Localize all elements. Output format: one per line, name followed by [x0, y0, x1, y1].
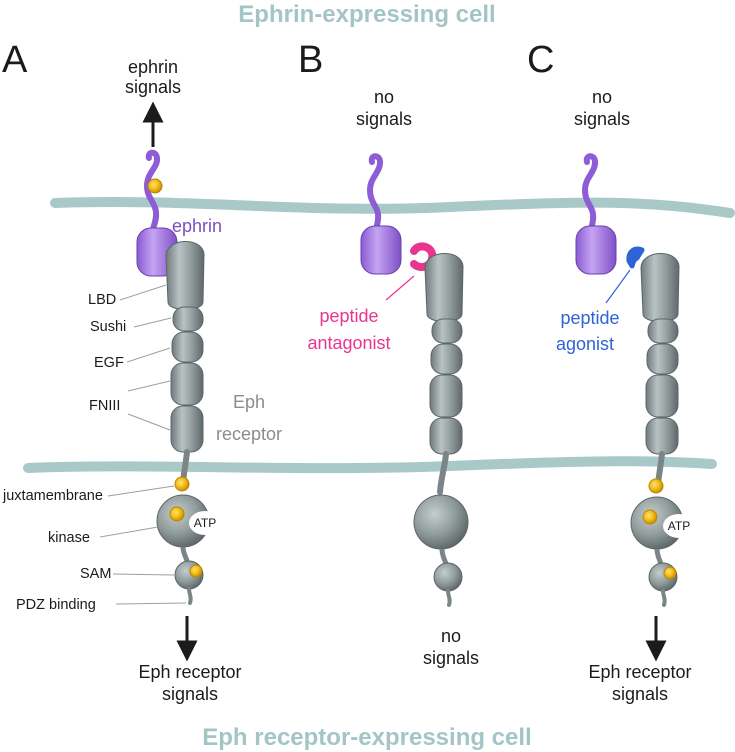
egf-a	[171, 331, 204, 363]
leader-sam	[112, 573, 175, 576]
panel-b: B no signals peptide antagonist no signa…	[298, 39, 479, 668]
eph-receptor-label-line2: receptor	[216, 424, 282, 444]
sam-b	[433, 562, 463, 592]
pdz-tail-a	[187, 587, 193, 605]
leader-pdz	[115, 602, 187, 605]
kinase-b	[413, 494, 469, 550]
eph-signals-c-line1: Eph receptor	[588, 662, 691, 682]
no-signals-top-b-line2: signals	[356, 109, 412, 129]
juxtamembrane-phosphate-a	[174, 476, 190, 492]
pdz-tail-c	[661, 589, 667, 607]
phosphate-ephrin-a	[147, 178, 163, 194]
top-cell-title: Ephrin-expressing cell	[238, 1, 495, 28]
kinase-phosphate-a	[169, 506, 185, 522]
fniii-1-c	[645, 374, 679, 418]
eph-signals-a-line1: Eph receptor	[138, 662, 241, 682]
panel-c: C no signals peptide agonist ATP Eph rec…	[527, 39, 695, 704]
eph-signals-a-line2: signals	[162, 684, 218, 704]
bottom-cell-title: Eph receptor-expressing cell	[202, 724, 531, 751]
lbd-c	[640, 253, 680, 322]
agonist-leader	[605, 269, 631, 304]
eph-receptor-label-line1: Eph	[233, 392, 265, 412]
fniii-1-a	[170, 362, 204, 406]
leader-egf	[126, 347, 171, 363]
fniii-2-b	[429, 417, 463, 455]
domain-label-kinase: kinase	[48, 530, 90, 546]
atp-c	[663, 514, 695, 538]
ephrin-signals-line1: ephrin	[128, 57, 178, 77]
domain-label-fniii: FNIII	[89, 398, 120, 414]
linker-b	[439, 548, 449, 565]
leader-fniii-2	[127, 413, 171, 431]
fniii-2-a	[170, 405, 204, 453]
agonist-label-line1: peptide	[560, 308, 619, 328]
ephrin-protein-b	[360, 225, 402, 275]
agonist-label-line2: agonist	[556, 334, 614, 354]
atp-label-c: ATP	[668, 519, 690, 533]
lower-membrane	[23, 456, 717, 474]
panel-letter-a: A	[2, 39, 28, 81]
leader-sushi	[133, 317, 172, 328]
domain-label-pdz: PDZ binding	[16, 597, 96, 613]
panel-letter-b: B	[298, 39, 323, 81]
fniii-1-b	[429, 374, 463, 418]
domain-label-egf: EGF	[94, 355, 124, 371]
sushi-a	[172, 306, 204, 332]
ephrin-protein-c	[575, 225, 617, 275]
leader-fniii-1	[127, 380, 171, 392]
sushi-c	[647, 318, 679, 344]
leader-kinase	[99, 526, 159, 538]
sushi-b	[431, 318, 463, 344]
leader-juxtamembrane	[107, 485, 175, 497]
sam-phosphate-c	[663, 566, 677, 580]
linker-a	[180, 546, 190, 562]
panel-letter-c: C	[527, 39, 554, 81]
no-signals-top-c-line2: signals	[574, 109, 630, 129]
tm-segment-b	[437, 451, 449, 495]
ephrin-tail-a	[143, 149, 161, 237]
domain-label-juxtamembrane: juxtamembrane	[2, 488, 103, 504]
upper-membrane	[50, 197, 735, 218]
ephrin-signals-line2: signals	[125, 77, 181, 97]
egf-b	[430, 343, 463, 375]
ephrin-label: ephrin	[172, 216, 222, 236]
no-signals-top-b-line1: no	[374, 87, 394, 107]
lbd-a	[165, 241, 205, 310]
domain-label-sushi: Sushi	[90, 319, 126, 335]
antagonist-leader	[385, 275, 415, 301]
lbd-b	[424, 253, 464, 322]
panel-a: A ephrin signals ephrin ATP LBD Sushi EG…	[2, 39, 282, 704]
domain-label-lbd: LBD	[88, 292, 116, 308]
egf-c	[646, 343, 679, 375]
atp-a	[189, 511, 221, 535]
antagonist-label-line2: antagonist	[307, 333, 390, 353]
sam-phosphate-a	[189, 564, 203, 578]
juxtamembrane-phosphate-c	[648, 478, 664, 494]
antagonist-label-line1: peptide	[319, 306, 378, 326]
linker-c	[654, 548, 664, 565]
domain-label-sam: SAM	[80, 566, 111, 582]
atp-label-a: ATP	[194, 516, 216, 530]
no-signals-top-c-line1: no	[592, 87, 612, 107]
no-signals-bottom-b-line1: no	[441, 626, 461, 646]
agonist-peptide	[626, 246, 645, 269]
eph-signals-c-line2: signals	[612, 684, 668, 704]
ephrin-tail-c	[581, 153, 599, 235]
fniii-2-c	[645, 417, 679, 455]
no-signals-bottom-b-line2: signals	[423, 648, 479, 668]
ephrin-tail-b	[366, 153, 384, 235]
pdz-tail-b	[446, 589, 452, 607]
kinase-phosphate-c	[642, 509, 658, 525]
leader-lbd	[119, 284, 167, 301]
